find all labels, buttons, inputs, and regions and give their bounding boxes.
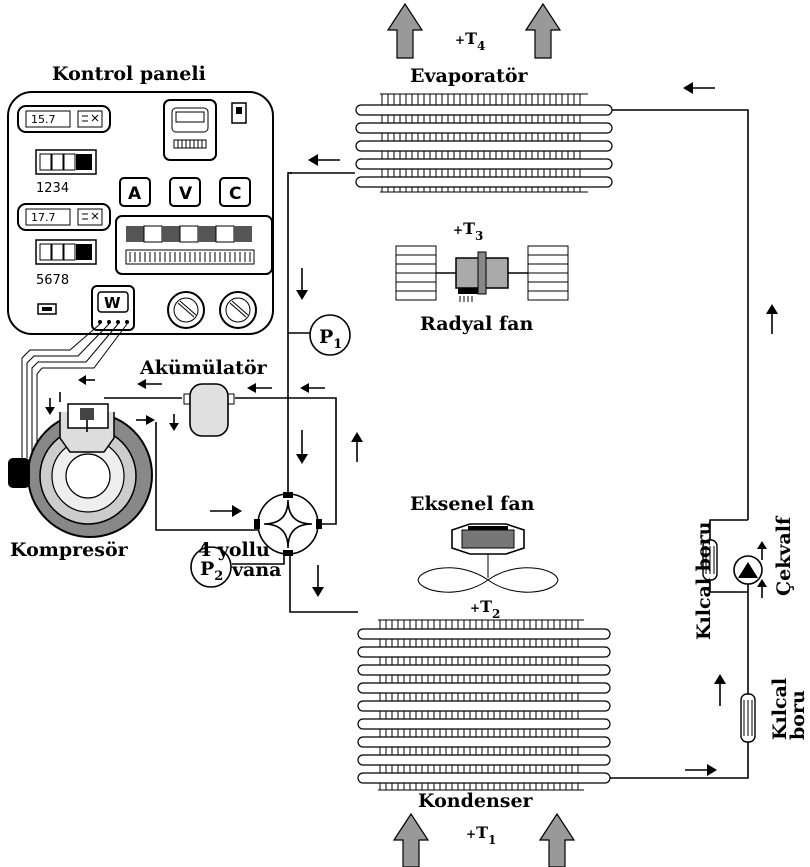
wattmeter: W — [91, 285, 135, 331]
check-valve-label: Çekvalf — [773, 515, 795, 596]
key-v: V — [169, 177, 201, 207]
condenser — [357, 619, 611, 791]
accumulator-label: Akümülatör — [139, 357, 268, 379]
power-cables — [21, 323, 128, 458]
switch-block-1-label: 1234 — [36, 181, 69, 196]
switch-block-2-label: 5678 — [36, 273, 69, 288]
compressor-label: Kompresör — [10, 539, 129, 561]
t1-label: +T1 — [466, 823, 496, 847]
condenser-label: Kondenser — [418, 790, 534, 812]
capillary-tube-2 — [740, 592, 756, 760]
display-2-value: 17.7 — [31, 211, 56, 224]
airflow-up-arrow-left — [386, 2, 424, 59]
svg-text:V: V — [179, 184, 193, 204]
panel-meter — [163, 99, 217, 161]
t3-label: +T3 — [453, 219, 483, 243]
gauge-1 — [167, 291, 205, 329]
airflow-up-arrow-right-bottom — [538, 812, 576, 867]
svg-text:P1: P1 — [319, 326, 342, 352]
axial-fan-label: Eksenel fan — [410, 493, 535, 515]
key-c: C — [219, 177, 251, 207]
evaporator — [355, 93, 613, 193]
pressure-gauge-p1: P1 — [309, 314, 351, 356]
accumulator — [183, 383, 235, 437]
capillary-tube-label-1: Kılcal boru — [693, 521, 715, 640]
key-a: A — [119, 177, 151, 207]
svg-text:P2: P2 — [200, 558, 223, 584]
svg-text:W: W — [104, 294, 121, 312]
temperature-display-2: 17.7 — [17, 203, 111, 231]
capillary-bypass — [702, 519, 748, 593]
control-panel-title: Kontrol paneli — [52, 63, 206, 85]
four-way-valve-label-1: 4 yollu — [198, 539, 270, 561]
panel-switch — [231, 102, 247, 124]
four-way-valve-label-2: vana — [231, 559, 281, 581]
svg-text:C: C — [229, 184, 241, 204]
gauge-2 — [219, 291, 257, 329]
svg-text:A: A — [128, 184, 142, 204]
four-way-valve — [254, 492, 322, 556]
t4-label: +T4 — [455, 29, 485, 53]
flow-arrows — [45, 82, 778, 776]
display-1-value: 15.7 — [31, 113, 56, 126]
pressure-gauge-p2: P2 — [190, 546, 232, 588]
compressor — [8, 403, 153, 538]
check-valve — [733, 555, 763, 592]
radial-fan-label: Radyal fan — [420, 313, 533, 335]
temperature-display-1: 15.7 — [17, 105, 111, 133]
switch-block-1 — [35, 149, 97, 175]
evaporator-label: Evaporatör — [410, 65, 529, 87]
airflow-up-arrow-left-bottom — [392, 812, 430, 867]
axial-fan — [417, 523, 559, 593]
radial-fan — [395, 245, 569, 302]
capillary-tube-label-2b: boru — [787, 690, 809, 740]
airflow-up-arrow-right — [524, 2, 562, 59]
capillary-tube-label-2a: Kılcal — [769, 678, 791, 740]
t2-label: +T2 — [470, 597, 500, 621]
switch-block-2 — [35, 239, 97, 265]
indicator-block — [115, 215, 273, 275]
